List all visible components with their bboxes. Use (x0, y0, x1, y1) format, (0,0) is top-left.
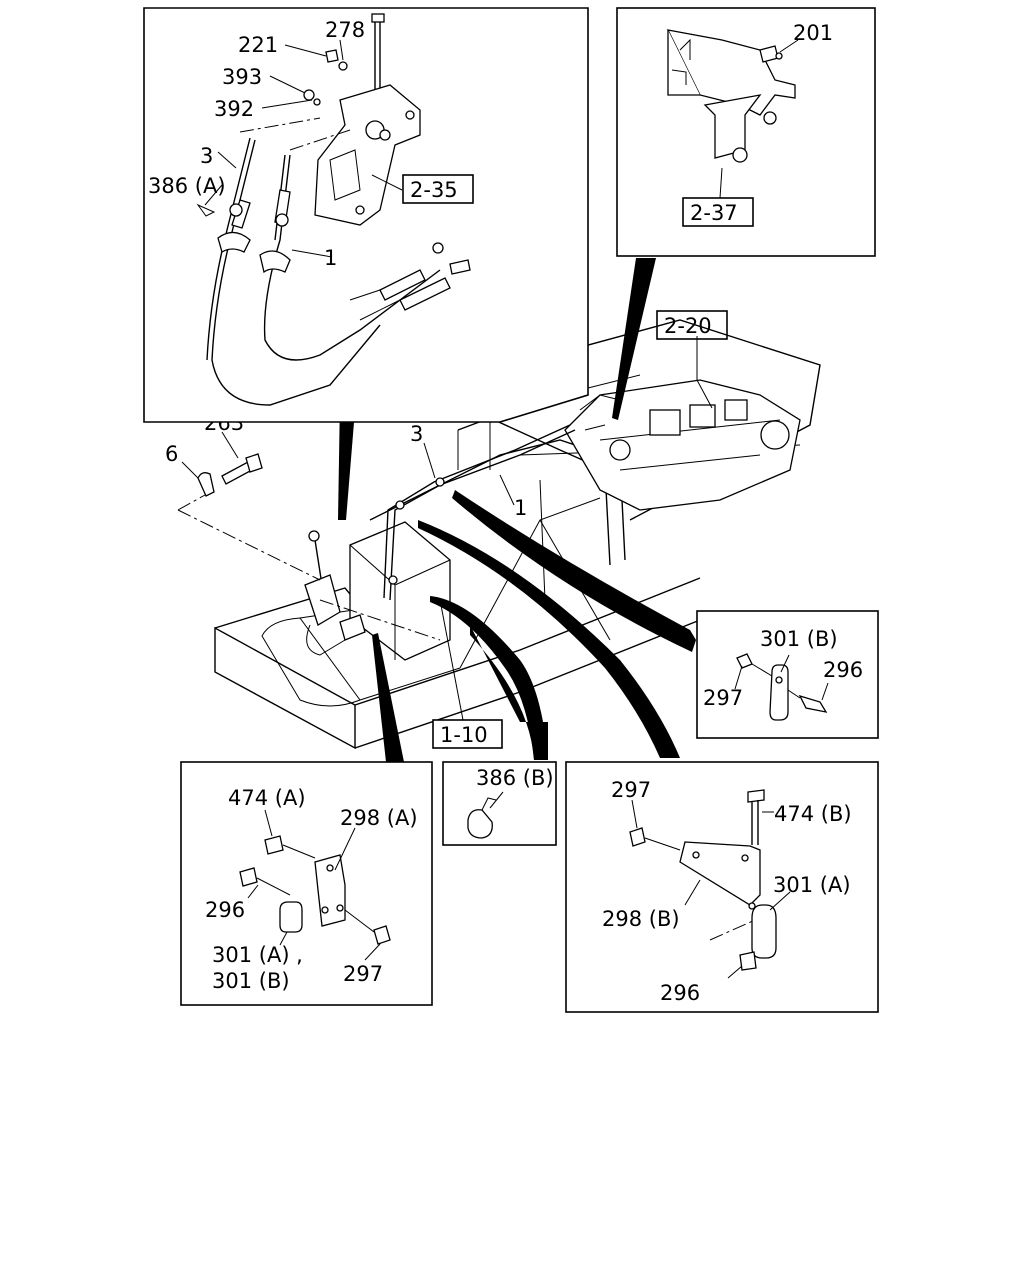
console-box (349, 521, 451, 661)
callout-201: 201 (793, 21, 833, 45)
callout-301a-301b-line1: 301 (A) , (212, 943, 303, 967)
callout-297: 297 (703, 686, 743, 710)
callout-297: 297 (343, 962, 383, 986)
callout-2-35: 2-35 (410, 178, 458, 202)
leader-console (319, 599, 441, 641)
bolt-263 (221, 453, 263, 485)
callout-1: 1 (324, 246, 337, 270)
clip-6 (197, 472, 215, 497)
callout-386b: 386 (B) (476, 766, 554, 790)
panel-bracket: 201 2-37 (616, 7, 876, 257)
callout-1-main: 1 (514, 496, 527, 520)
callout-301a: 301 (A) (773, 873, 851, 897)
callout-box-2-37 (682, 197, 754, 227)
leader-263-label (221, 431, 239, 459)
leader-2-20 (696, 336, 713, 409)
callout-2-37: 2-37 (690, 201, 738, 225)
callout-278: 278 (325, 18, 365, 42)
callout-386a: 386 (A) (148, 174, 226, 198)
callout-474a: 474 (A) (228, 786, 306, 810)
callout-3: 3 (200, 144, 213, 168)
panel-clip-b: 301 (B) 296 297 (696, 610, 879, 739)
panel-clip-386b: 386 (B) (442, 761, 557, 846)
callout-2-20: 2-20 (664, 314, 712, 338)
callout-392: 392 (214, 97, 254, 121)
leader-1 (499, 474, 515, 506)
callout-6: 6 (165, 442, 178, 466)
callout-474b: 474 (B) (774, 802, 852, 826)
callout-298b: 298 (B) (602, 907, 680, 931)
nut-221 (325, 49, 339, 63)
callout-box-2-35 (402, 174, 474, 204)
callout-393: 393 (222, 65, 262, 89)
callout-297: 297 (611, 778, 651, 802)
leader-1-10 (439, 599, 464, 721)
leader-3 (423, 442, 436, 479)
callout-296: 296 (823, 658, 863, 682)
callout-box-2-20 (656, 310, 728, 340)
callout-298a: 298 (A) (340, 806, 418, 830)
panel-bracket-b: 297 474 (B) 301 (A) 298 (B) 296 (565, 761, 879, 1013)
nut-393 (303, 89, 315, 101)
callout-3-main: 3 (410, 422, 423, 446)
washer-392 (313, 98, 321, 106)
callout-296: 296 (660, 981, 700, 1005)
washer-278 (338, 61, 348, 71)
panel-bracket-a: 474 (A) 298 (A) 296 301 (A) , 301 (B) 29… (180, 761, 433, 1006)
panel-shift-cables: 278 221 393 392 3 386 (A) 2-35 1 (143, 7, 589, 423)
callout-301b: 301 (B) (760, 627, 838, 651)
callout-301a-301b-line2: 301 (B) (212, 969, 290, 993)
callout-221: 221 (238, 33, 278, 57)
connector-wedges (338, 258, 696, 762)
leader-263 (177, 494, 321, 581)
callout-1-10: 1-10 (440, 723, 488, 747)
leader-6 (181, 461, 199, 479)
transmission (564, 379, 801, 511)
floor-console (214, 497, 701, 750)
shift-cables-main (339, 424, 576, 641)
callout-296: 296 (205, 898, 245, 922)
main-view: 2-20 263 6 3 1 1-10 (165, 310, 821, 750)
shift-lever (304, 530, 346, 656)
callout-box-1-10 (432, 719, 503, 749)
